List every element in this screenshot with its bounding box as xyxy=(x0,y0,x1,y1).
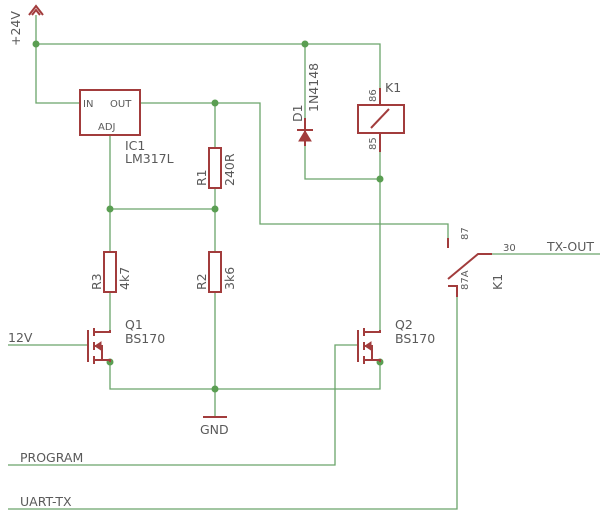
ground-label: GND xyxy=(200,422,229,437)
relay-pin-87a: 87A xyxy=(460,270,471,290)
resistor-r3: R3 4k7 xyxy=(89,251,132,293)
relay-contact-arm xyxy=(447,253,492,280)
junctions xyxy=(32,40,384,393)
regulator-pin-in: IN xyxy=(83,99,93,110)
wire-uart-to-relay-87a xyxy=(8,297,458,510)
wire-24v-to-in xyxy=(35,15,80,104)
supply-arrow-icon xyxy=(28,4,44,16)
diode-ref: D1 xyxy=(290,104,305,122)
junction xyxy=(376,175,384,183)
mosfet-q1: Q1 BS170 xyxy=(87,317,165,364)
net-label-tx-out: TX-OUT xyxy=(546,239,594,254)
resistor-r3-ref: R3 xyxy=(89,273,104,290)
junction xyxy=(211,205,219,213)
resistor-r1-body xyxy=(208,147,222,189)
supply-arrow-inner-icon xyxy=(31,8,41,16)
net-label-program: PROGRAM xyxy=(20,450,83,465)
net-label-12v: 12V xyxy=(8,330,33,345)
regulator-pin-adj: ADJ xyxy=(98,122,116,133)
resistor-r1-value: 240R xyxy=(222,153,237,186)
junction xyxy=(106,205,114,213)
diode-d1: D1 1N4148 xyxy=(290,63,321,146)
relay-pin-87: 87 xyxy=(460,227,471,240)
regulator-ic1: IN OUT ADJ IC1 LM317L xyxy=(79,89,174,166)
mosfet-q1-drain xyxy=(94,330,111,333)
relay-coil-slash xyxy=(370,108,390,129)
mosfet-q1-source xyxy=(94,359,111,362)
mosfet-q1-value: BS170 xyxy=(125,331,165,346)
regulator-pin-out: OUT xyxy=(110,99,132,110)
relay-contact-ref: K1 xyxy=(490,274,505,290)
relay-pin-86: 86 xyxy=(368,89,379,102)
relay-contact-k1: 87 87A 30 K1 xyxy=(447,227,516,297)
net-labels: 12V PROGRAM UART-TX TX-OUT xyxy=(8,239,594,509)
wire-out-to-relay-87 xyxy=(140,102,449,238)
regulator-body xyxy=(79,89,141,136)
mosfet-q2-ref: Q2 xyxy=(395,317,413,332)
ground-symbol: GND xyxy=(200,416,229,437)
supply-symbol: +24V xyxy=(8,4,44,46)
supply-label: +24V xyxy=(8,11,23,46)
relay-coil-k1: 86 85 K1 xyxy=(357,80,405,152)
relay-pin-85: 85 xyxy=(368,137,379,150)
regulator-ref: IC1 xyxy=(125,138,145,153)
resistor-r2-body xyxy=(208,251,222,293)
wire-ground-bus xyxy=(109,362,381,390)
resistor-r1-ref: R1 xyxy=(194,169,209,186)
junction xyxy=(32,40,40,48)
relay-pin-30: 30 xyxy=(503,243,516,254)
resistor-r2-ref: R2 xyxy=(194,273,209,290)
mosfet-q2-drain xyxy=(364,330,381,333)
relay-contact-no xyxy=(448,285,458,297)
mosfet-q2-value: BS170 xyxy=(395,331,435,346)
resistor-r3-body xyxy=(103,251,117,293)
wire-24v-rail xyxy=(36,43,381,88)
resistor-r1: R1 240R xyxy=(194,147,237,189)
mosfet-q1-ref: Q1 xyxy=(125,317,143,332)
junction xyxy=(211,99,219,107)
mosfet-q2-arrow-icon xyxy=(364,341,372,351)
diode-triangle-icon xyxy=(298,130,312,142)
wire-program-to-q2 xyxy=(8,344,358,466)
resistor-r2: R2 3k6 xyxy=(194,251,237,293)
wires xyxy=(8,15,600,510)
mosfet-q2-source xyxy=(364,359,381,362)
wire-d1-to-coil xyxy=(304,146,380,180)
relay-coil-body xyxy=(357,104,405,134)
mosfet-q2: Q2 BS170 xyxy=(357,317,435,364)
resistor-r2-value: 3k6 xyxy=(222,267,237,290)
resistor-r3-value: 4k7 xyxy=(117,267,132,290)
junction xyxy=(301,40,309,48)
net-label-uart-tx: UART-TX xyxy=(20,494,72,509)
relay-ref: K1 xyxy=(385,80,401,95)
junction xyxy=(211,385,219,393)
diode-value: 1N4148 xyxy=(306,63,321,112)
mosfet-q1-arrow-icon xyxy=(94,341,102,351)
regulator-value: LM317L xyxy=(125,151,174,166)
